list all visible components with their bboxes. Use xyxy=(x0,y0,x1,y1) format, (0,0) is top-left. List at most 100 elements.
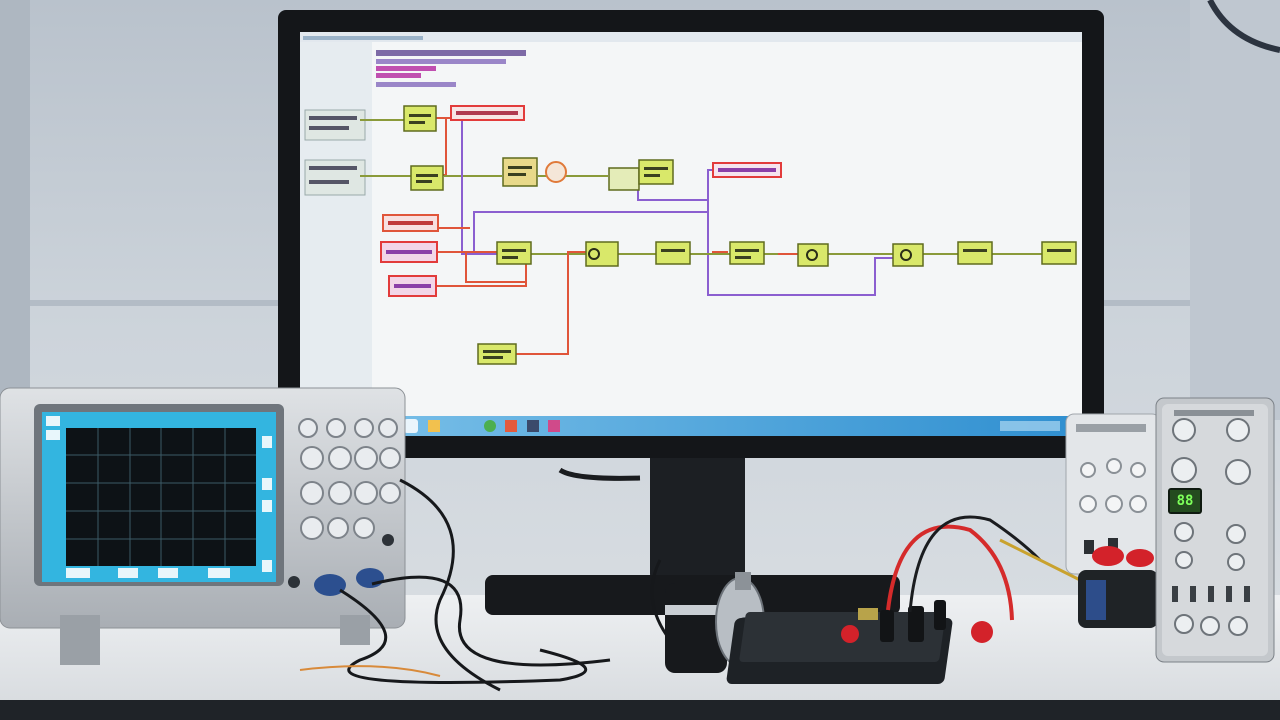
psu-readout-glow xyxy=(1170,490,1200,512)
knob[interactable] xyxy=(1174,522,1194,542)
block[interactable] xyxy=(729,241,765,265)
knob[interactable] xyxy=(300,446,324,470)
app-icon[interactable] xyxy=(527,420,539,432)
scope-knobs xyxy=(298,418,401,540)
knob[interactable] xyxy=(1200,616,1220,636)
softkey[interactable] xyxy=(66,568,90,578)
block[interactable] xyxy=(655,241,691,265)
block[interactable] xyxy=(638,159,674,185)
knob[interactable] xyxy=(1130,462,1146,478)
capacitor xyxy=(934,600,946,630)
knob[interactable] xyxy=(1174,614,1194,634)
probe-plug xyxy=(356,568,384,588)
knob[interactable] xyxy=(1172,418,1196,442)
knob[interactable] xyxy=(353,517,375,539)
psu-display xyxy=(1168,488,1202,514)
capacitor xyxy=(880,610,894,642)
screen-topbar xyxy=(300,32,1082,42)
diagram-labels xyxy=(380,105,782,297)
block[interactable] xyxy=(797,243,829,267)
tray-icons xyxy=(1000,421,1060,431)
knob[interactable] xyxy=(354,418,374,438)
scope-softkeys xyxy=(66,568,230,578)
graticule-grid xyxy=(66,428,256,566)
knob[interactable] xyxy=(1226,524,1246,544)
block[interactable] xyxy=(608,167,640,191)
block[interactable] xyxy=(496,241,532,265)
knob[interactable] xyxy=(300,481,324,505)
browser-icon[interactable] xyxy=(484,420,496,432)
knob[interactable] xyxy=(379,447,401,469)
psu-display-readout: 88 xyxy=(1170,490,1200,512)
taskbar-icons xyxy=(404,419,1060,433)
diagram-blocks xyxy=(403,105,1077,365)
knob[interactable] xyxy=(298,418,318,438)
softkey[interactable] xyxy=(208,568,230,578)
app-icon[interactable] xyxy=(505,420,517,432)
sum-node[interactable] xyxy=(545,161,567,183)
black-lead xyxy=(908,515,1042,613)
knob[interactable] xyxy=(1105,495,1123,513)
block-glyphs xyxy=(409,114,1071,359)
knob[interactable] xyxy=(1129,495,1147,513)
wall-panel-right xyxy=(1190,0,1280,420)
knob[interactable] xyxy=(328,446,352,470)
probe-connector[interactable] xyxy=(288,576,300,588)
start-icon[interactable] xyxy=(404,419,418,433)
scope-foot xyxy=(340,615,370,645)
driver-board xyxy=(726,600,993,684)
block[interactable] xyxy=(477,343,517,365)
screen-header-text xyxy=(303,36,526,87)
screen-left-panel xyxy=(300,42,372,416)
taskbar xyxy=(300,416,1082,436)
red-lead xyxy=(886,524,1014,621)
monitor-neck xyxy=(650,450,745,580)
knob[interactable] xyxy=(1079,495,1097,513)
knob[interactable] xyxy=(1080,462,1096,478)
softkey[interactable] xyxy=(118,568,138,578)
block[interactable] xyxy=(410,165,444,191)
block[interactable] xyxy=(403,105,437,132)
block[interactable] xyxy=(502,157,538,187)
knob[interactable] xyxy=(327,517,349,539)
red-terminal[interactable] xyxy=(971,621,993,643)
knob[interactable] xyxy=(354,481,378,505)
app-icon[interactable] xyxy=(548,420,560,432)
knob[interactable] xyxy=(1225,459,1251,485)
knob[interactable] xyxy=(379,482,401,504)
power-supply xyxy=(1155,397,1275,663)
knob[interactable] xyxy=(1226,418,1250,442)
terminal-block xyxy=(858,608,878,620)
probe-cables xyxy=(339,478,672,692)
block[interactable] xyxy=(1041,241,1077,265)
knob[interactable] xyxy=(326,418,346,438)
block[interactable] xyxy=(957,241,993,265)
psu-display-value: 88 xyxy=(1176,493,1194,509)
softkey[interactable] xyxy=(158,568,178,578)
knob[interactable] xyxy=(328,481,352,505)
psu-led-row xyxy=(1172,586,1250,602)
folder-icon[interactable] xyxy=(428,420,440,432)
connector-cluster xyxy=(1078,546,1158,628)
knob[interactable] xyxy=(1227,553,1245,571)
motor-bracket xyxy=(735,572,751,590)
yellow-lead xyxy=(999,538,1081,582)
knob[interactable] xyxy=(1228,616,1248,636)
motor-band xyxy=(665,605,727,615)
scope-side-buttons xyxy=(46,416,272,572)
knob[interactable] xyxy=(1171,457,1197,483)
block[interactable] xyxy=(892,243,924,267)
knob[interactable] xyxy=(1175,551,1193,569)
cable-top-right xyxy=(1207,0,1280,53)
capacitor xyxy=(908,606,924,642)
monitor-screen xyxy=(300,32,1082,436)
knob[interactable] xyxy=(300,516,324,540)
knob[interactable] xyxy=(378,418,398,438)
oscilloscope xyxy=(0,387,406,665)
knob[interactable] xyxy=(1106,458,1122,474)
red-terminal[interactable] xyxy=(841,625,859,643)
knob[interactable] xyxy=(354,446,378,470)
probe-connector[interactable] xyxy=(382,534,394,546)
block[interactable] xyxy=(585,241,619,267)
